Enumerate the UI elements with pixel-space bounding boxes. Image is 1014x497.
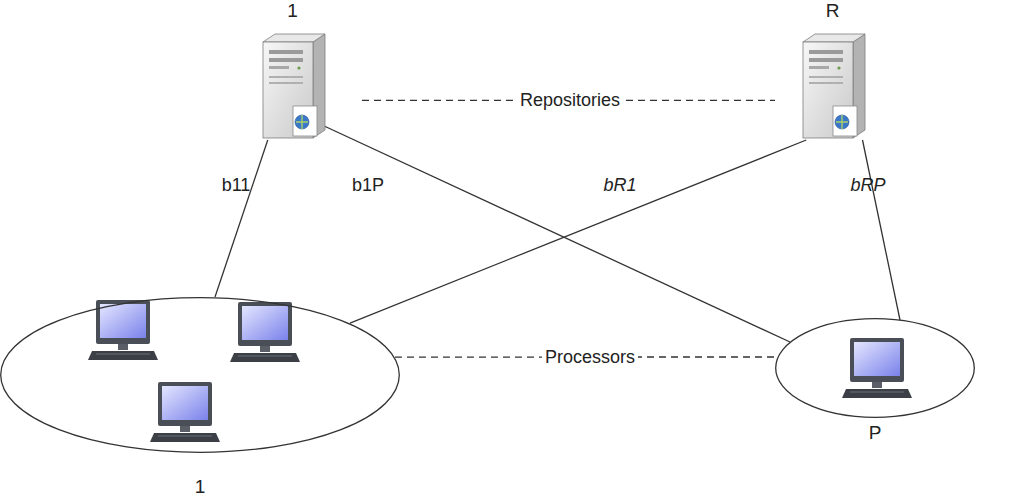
computer-icon — [230, 302, 300, 362]
connector-line — [319, 124, 790, 343]
computer-icon — [150, 382, 220, 442]
node-label: R — [826, 0, 840, 22]
repository-server: R — [795, 30, 870, 140]
server-icon — [263, 34, 325, 138]
edge-label: bRP — [850, 174, 885, 196]
link-line — [319, 124, 790, 343]
link-line — [350, 140, 806, 323]
connector-line — [215, 140, 268, 297]
connector-line — [863, 140, 901, 320]
edge-label: b1P — [352, 174, 384, 196]
ellipse-outline — [1, 298, 400, 453]
edge-label: bR1 — [603, 174, 636, 196]
edge-label: Processors — [542, 346, 638, 368]
edge-label: Repositories — [517, 89, 623, 111]
edge-label: b11 — [222, 174, 251, 196]
ellipse-outline — [776, 319, 975, 418]
node-label: 1 — [287, 0, 298, 22]
node-label: 1 — [195, 476, 206, 497]
processor-group: 1 — [0, 297, 400, 453]
connector-line — [350, 140, 806, 323]
server-icon — [803, 34, 865, 138]
ellipse-outline — [775, 318, 975, 418]
link-line — [863, 140, 901, 320]
computer-icon — [842, 338, 912, 398]
ellipse-outline — [0, 297, 400, 453]
repository-server: 1 — [255, 30, 330, 140]
link-line — [215, 140, 268, 297]
node-label: P — [869, 422, 882, 444]
processor-group: P — [775, 318, 975, 418]
